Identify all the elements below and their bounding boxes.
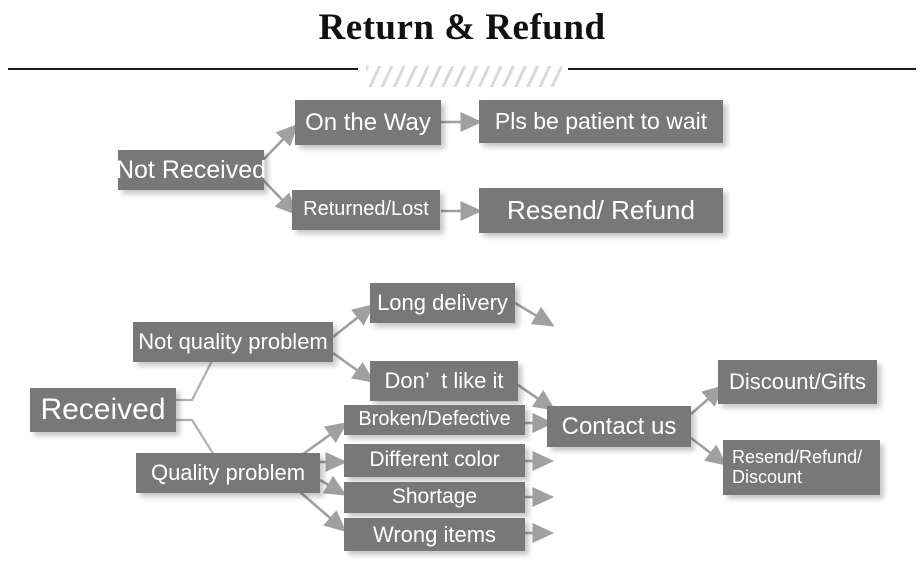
- line-received-to-not-quality-problem: [176, 356, 215, 402]
- node-received[interactable]: Received: [30, 388, 176, 432]
- arrow-not-quality-to-dont-like-it: [332, 351, 375, 383]
- arrow-quality-to-shortage: [319, 475, 347, 496]
- node-resend-refund-discount[interactable]: Resend/Refund/ Discount: [723, 440, 880, 495]
- divider-hatch-ornament: [366, 66, 562, 87]
- line-received-to-quality-problem: [176, 418, 215, 456]
- page-title: Return & Refund: [318, 7, 606, 48]
- node-returned-lost[interactable]: Returned/Lost: [292, 190, 440, 230]
- node-pls-be-patient-to-wait[interactable]: Pls be patient to wait: [479, 100, 723, 143]
- node-on-the-way[interactable]: On the Way: [295, 100, 441, 145]
- node-wrong-items[interactable]: Wrong items: [344, 518, 525, 551]
- arrow-not-received-to-on-the-way: [262, 123, 299, 161]
- node-quality-problem[interactable]: Quality problem: [136, 453, 320, 493]
- divider-rule-left: [8, 68, 358, 70]
- arrow-dont-like-it-to-contact-us: [517, 383, 556, 411]
- node-contact-us[interactable]: Contact us: [547, 406, 691, 447]
- node-dont-like-it[interactable]: Don’ t like it: [370, 361, 518, 401]
- arrow-not-received-to-returned-lost: [262, 179, 298, 216]
- arrow-long-delivery-to-contact-us: [514, 301, 555, 327]
- divider-rule-right: [568, 68, 916, 70]
- node-long-delivery[interactable]: Long delivery: [370, 283, 515, 323]
- node-shortage[interactable]: Shortage: [344, 482, 525, 513]
- node-broken-defective[interactable]: Broken/Defective: [344, 405, 525, 435]
- node-not-received[interactable]: Not Received: [116, 150, 266, 190]
- node-different-color[interactable]: Different color: [344, 444, 525, 477]
- node-discount-gifts[interactable]: Discount/Gifts: [718, 360, 877, 404]
- arrow-contact-us-to-discount-gifts: [690, 384, 725, 415]
- arrow-not-quality-to-long-delivery: [332, 304, 375, 339]
- arrow-contact-us-to-resend-refund-discount: [690, 436, 728, 466]
- title-divider: [8, 66, 916, 88]
- node-not-quality-problem[interactable]: Not quality problem: [133, 322, 333, 362]
- node-resend-refund[interactable]: Resend/ Refund: [479, 188, 723, 233]
- arrow-quality-to-wrong-items: [299, 491, 347, 533]
